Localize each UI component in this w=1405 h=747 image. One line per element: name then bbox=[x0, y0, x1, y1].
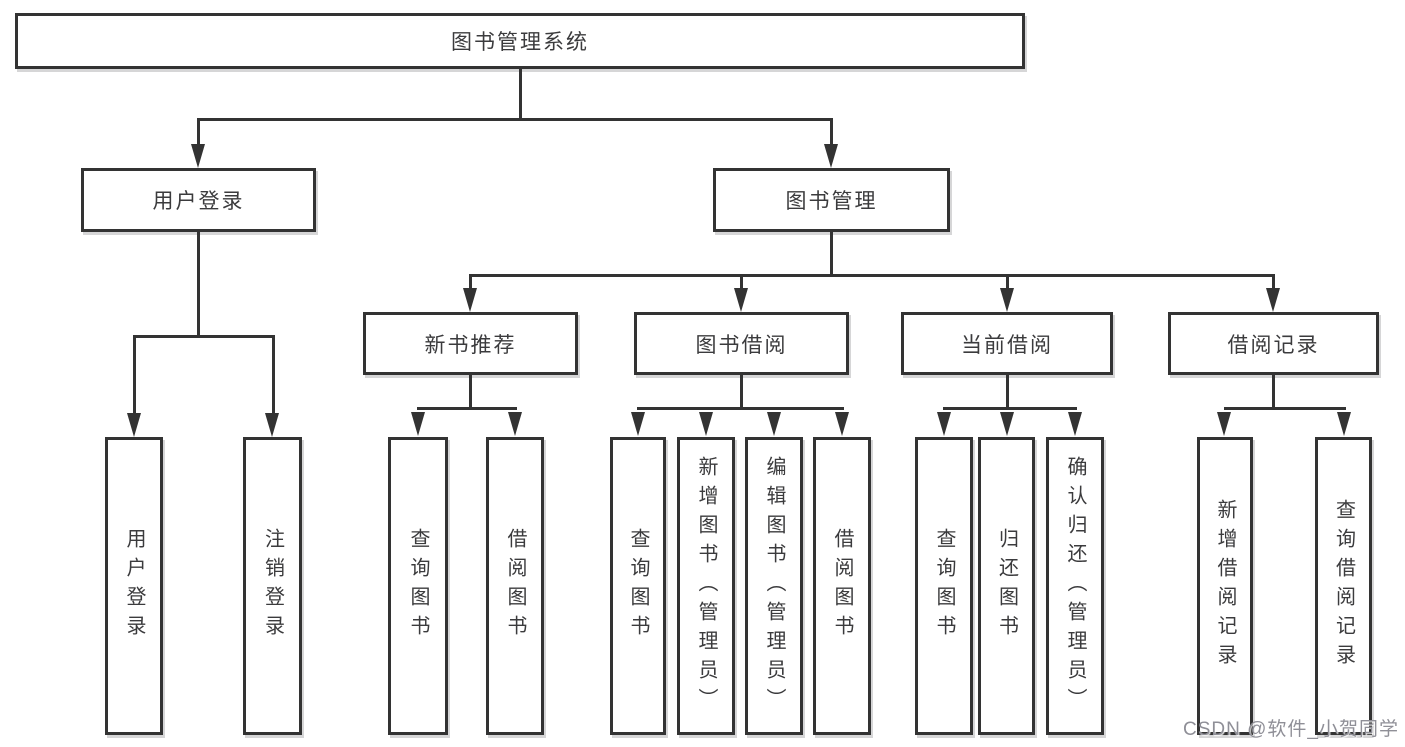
connector-current-borrow-stem bbox=[1006, 375, 1009, 407]
connector-root-left-drop bbox=[197, 118, 200, 148]
arrow-down-icon bbox=[1000, 288, 1014, 312]
leaf-newbook-borrow-books-label: 借阅图书 bbox=[504, 528, 526, 644]
arrow-down-icon bbox=[1337, 412, 1351, 436]
leaf-current-query-books: 查询图书 bbox=[915, 437, 973, 735]
leaf-return-books-label: 归还图书 bbox=[995, 528, 1018, 644]
node-new-book-recommend-label: 新书推荐 bbox=[424, 333, 517, 357]
leaf-confirm-return-admin-label: 确认归还（管理员） bbox=[1064, 455, 1086, 717]
leaf-user-login-label: 用户登录 bbox=[123, 528, 145, 644]
node-borrow-records-label: 借阅记录 bbox=[1227, 333, 1320, 357]
leaf-newbook-borrow-books: 借阅图书 bbox=[486, 437, 544, 735]
leaf-add-books-admin-label: 新增图书（管理员） bbox=[695, 455, 717, 717]
arrow-down-icon bbox=[1217, 412, 1231, 436]
leaf-user-login: 用户登录 bbox=[105, 437, 163, 735]
leaf-borrowmod-query-books-label: 查询图书 bbox=[627, 528, 649, 644]
arrow-down-icon bbox=[734, 288, 748, 312]
arrow-down-icon bbox=[463, 288, 477, 312]
leaf-edit-books-admin-label: 编辑图书（管理员） bbox=[763, 455, 785, 717]
connector-root-bar bbox=[197, 118, 833, 121]
connector-book-mgmt-drop-3 bbox=[1006, 274, 1009, 292]
node-user-login: 用户登录 bbox=[81, 168, 316, 232]
arrow-down-icon bbox=[937, 412, 951, 436]
leaf-confirm-return-admin: 确认归还（管理员） bbox=[1046, 437, 1104, 735]
leaf-borrowmod-borrow-books: 借阅图书 bbox=[813, 437, 871, 735]
node-library-system: 图书管理系统 bbox=[15, 13, 1025, 69]
leaf-return-books: 归还图书 bbox=[978, 437, 1035, 735]
leaf-query-borrow-record: 查询借阅记录 bbox=[1315, 437, 1372, 735]
connector-book-borrow-stem bbox=[740, 375, 743, 407]
connector-user-login-drop-1 bbox=[133, 335, 136, 417]
node-new-book-recommend: 新书推荐 bbox=[363, 312, 578, 375]
arrow-down-icon bbox=[191, 144, 205, 168]
arrow-down-icon bbox=[508, 412, 522, 436]
node-book-borrowing-label: 图书借阅 bbox=[695, 333, 788, 357]
arrow-down-icon bbox=[767, 412, 781, 436]
watermark: CSDN @软件_小贺同学 bbox=[1183, 719, 1399, 740]
connector-user-login-bar bbox=[133, 335, 275, 338]
connector-new-books-bar bbox=[417, 407, 517, 410]
connector-current-borrow-bar bbox=[943, 407, 1077, 410]
connector-root-right-drop bbox=[830, 118, 833, 148]
arrow-down-icon bbox=[1068, 412, 1082, 436]
arrow-down-icon bbox=[835, 412, 849, 436]
node-current-borrowing-label: 当前借阅 bbox=[961, 333, 1053, 357]
node-borrow-records: 借阅记录 bbox=[1168, 312, 1379, 375]
leaf-add-borrow-record-label: 新增借阅记录 bbox=[1214, 499, 1236, 673]
arrow-down-icon bbox=[699, 412, 713, 436]
node-book-borrowing: 图书借阅 bbox=[634, 312, 849, 375]
leaf-edit-books-admin: 编辑图书（管理员） bbox=[745, 437, 803, 735]
node-book-management: 图书管理 bbox=[713, 168, 950, 232]
leaf-newbook-query-books: 查询图书 bbox=[388, 437, 448, 735]
leaf-add-borrow-record: 新增借阅记录 bbox=[1197, 437, 1253, 735]
leaf-newbook-query-books-label: 查询图书 bbox=[407, 528, 429, 644]
connector-book-mgmt-bar bbox=[469, 274, 1275, 277]
node-book-management-label: 图书管理 bbox=[785, 190, 878, 213]
node-library-system-label: 图书管理系统 bbox=[451, 31, 589, 54]
connector-borrow-records-stem bbox=[1272, 375, 1275, 407]
connector-root-stem bbox=[519, 69, 522, 118]
leaf-borrowmod-borrow-books-label: 借阅图书 bbox=[831, 528, 853, 644]
connector-book-borrow-bar bbox=[637, 407, 844, 410]
connector-user-login-stem bbox=[197, 232, 200, 335]
connector-book-mgmt-drop-4 bbox=[1272, 274, 1275, 292]
connector-book-mgmt-drop-1 bbox=[469, 274, 472, 292]
arrow-down-icon bbox=[127, 413, 141, 437]
node-current-borrowing: 当前借阅 bbox=[901, 312, 1113, 375]
arrow-down-icon bbox=[631, 412, 645, 436]
connector-new-books-stem bbox=[469, 375, 472, 407]
arrow-down-icon bbox=[824, 144, 838, 168]
connector-user-login-drop-2 bbox=[272, 335, 275, 417]
leaf-logout: 注销登录 bbox=[243, 437, 302, 735]
arrow-down-icon bbox=[411, 412, 425, 436]
arrow-down-icon bbox=[1000, 412, 1014, 436]
connector-borrow-records-bar bbox=[1224, 407, 1346, 410]
node-user-login-label: 用户登录 bbox=[152, 190, 245, 213]
arrow-down-icon bbox=[265, 413, 279, 437]
leaf-borrowmod-query-books: 查询图书 bbox=[610, 437, 666, 735]
leaf-logout-label: 注销登录 bbox=[261, 528, 284, 644]
leaf-add-books-admin: 新增图书（管理员） bbox=[677, 437, 735, 735]
connector-book-mgmt-stem bbox=[830, 232, 833, 274]
leaf-query-borrow-record-label: 查询借阅记录 bbox=[1332, 499, 1355, 673]
leaf-current-query-books-label: 查询图书 bbox=[933, 528, 955, 644]
arrow-down-icon bbox=[1266, 288, 1280, 312]
connector-book-mgmt-drop-2 bbox=[740, 274, 743, 292]
